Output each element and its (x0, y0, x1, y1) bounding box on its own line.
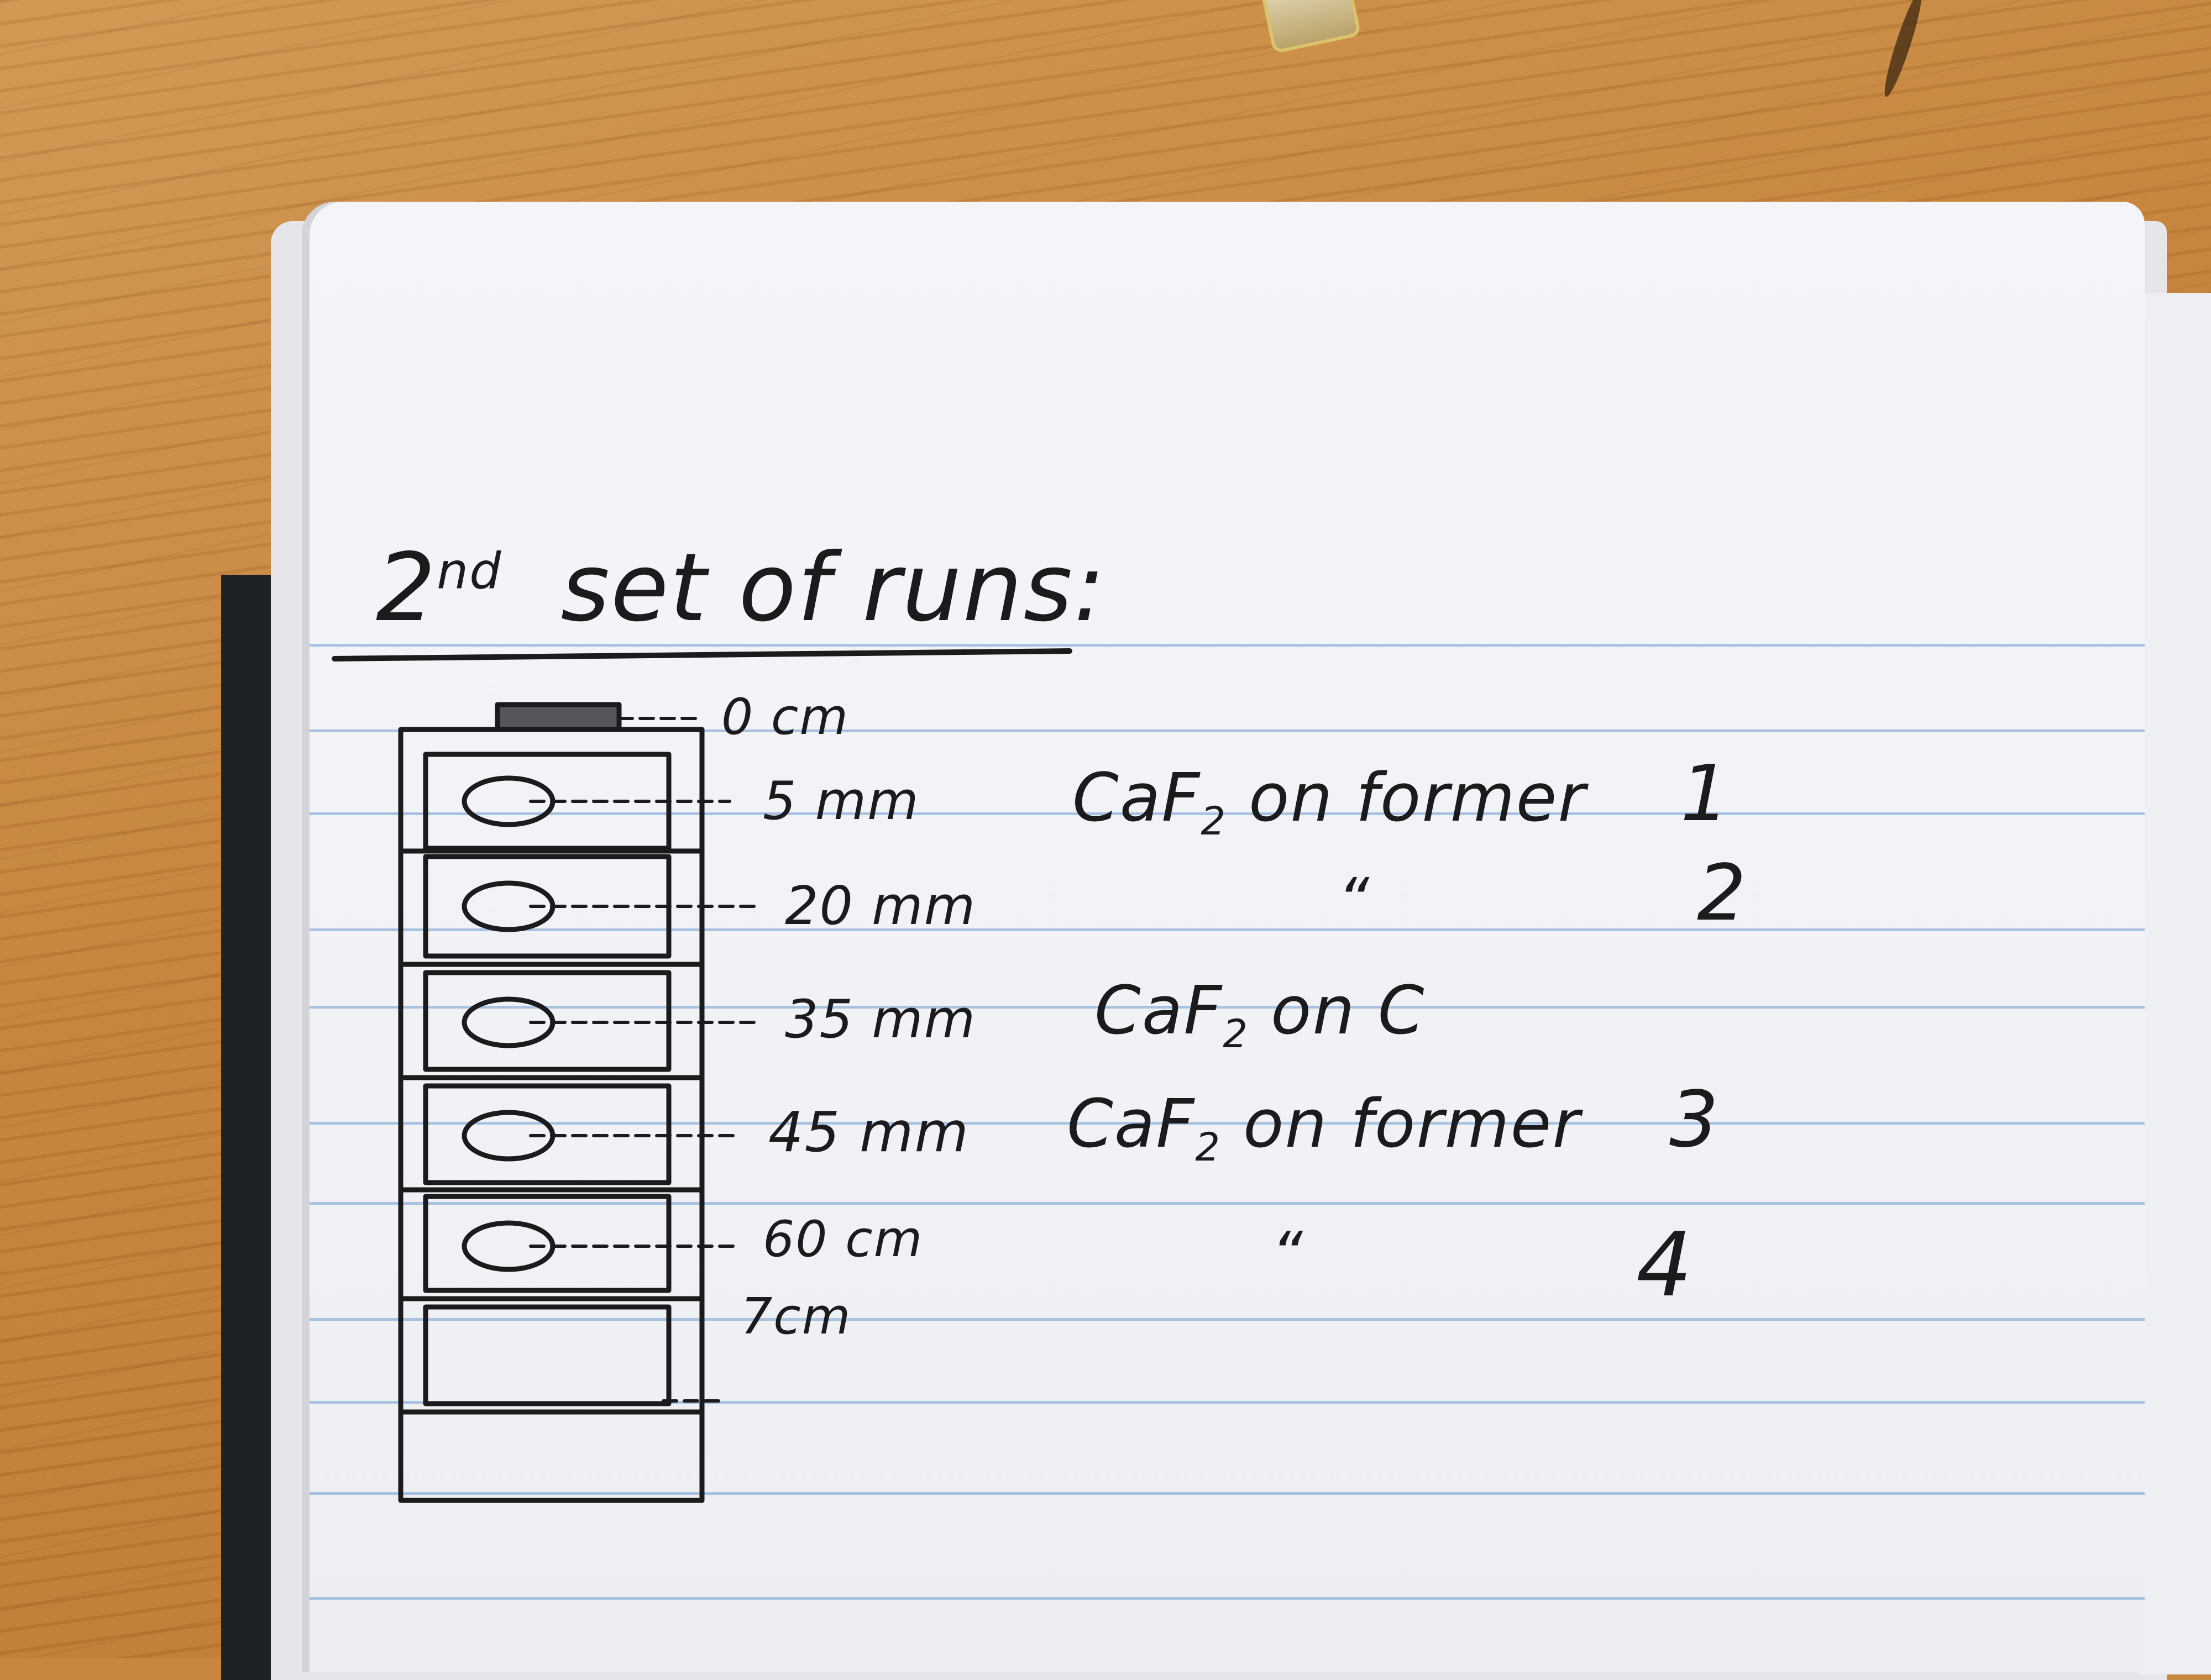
holder-slot (423, 1304, 672, 1406)
title-text: set of runs: (560, 533, 1107, 643)
ruled-line (310, 1597, 2145, 1600)
sample-holder-sketch (398, 702, 759, 1503)
run-number: 1 (1680, 749, 1731, 839)
run-number: 2 (1697, 848, 1748, 938)
notebook-page: 2nd set of runs: (310, 202, 2145, 1672)
ditto-mark: “ (1338, 865, 1370, 936)
holder-top-cap (495, 702, 622, 732)
ruled-line (310, 1006, 2145, 1009)
run-number: 4 (1636, 1213, 1694, 1316)
run-description: CaF2 on former (1067, 1086, 1581, 1170)
ruled-line (310, 812, 2145, 815)
ruled-line (310, 1492, 2145, 1495)
ruled-line (310, 928, 2145, 931)
run-description: CaF2 on C (1094, 973, 1426, 1057)
position-label: 7cm (741, 1288, 852, 1346)
position-label: 5 mm (763, 771, 920, 832)
position-label: 20 mm (785, 876, 977, 937)
ruled-line (310, 1122, 2145, 1125)
title-number: 2 (376, 533, 437, 643)
ruled-line (310, 1202, 2145, 1205)
position-label: 0 cm (721, 688, 850, 746)
position-label: 45 mm (768, 1100, 970, 1164)
run-number: 3 (1669, 1075, 1720, 1165)
position-label: 35 mm (785, 989, 977, 1050)
position-label: 60 cm (763, 1210, 924, 1268)
ruled-line (310, 644, 2145, 647)
ruled-line (310, 1318, 2145, 1321)
run-description: CaF2 on former (1072, 760, 1586, 844)
ruled-line (310, 1401, 2145, 1404)
ditto-mark: “ (1271, 1219, 1304, 1289)
holder-slot (423, 1194, 672, 1293)
holder-frame (398, 727, 705, 1503)
page-title: 2nd set of runs: (376, 533, 1106, 643)
title-superscript: nd (437, 542, 502, 601)
notebook-next-page (2139, 293, 2211, 1674)
ruled-line (310, 729, 2145, 732)
